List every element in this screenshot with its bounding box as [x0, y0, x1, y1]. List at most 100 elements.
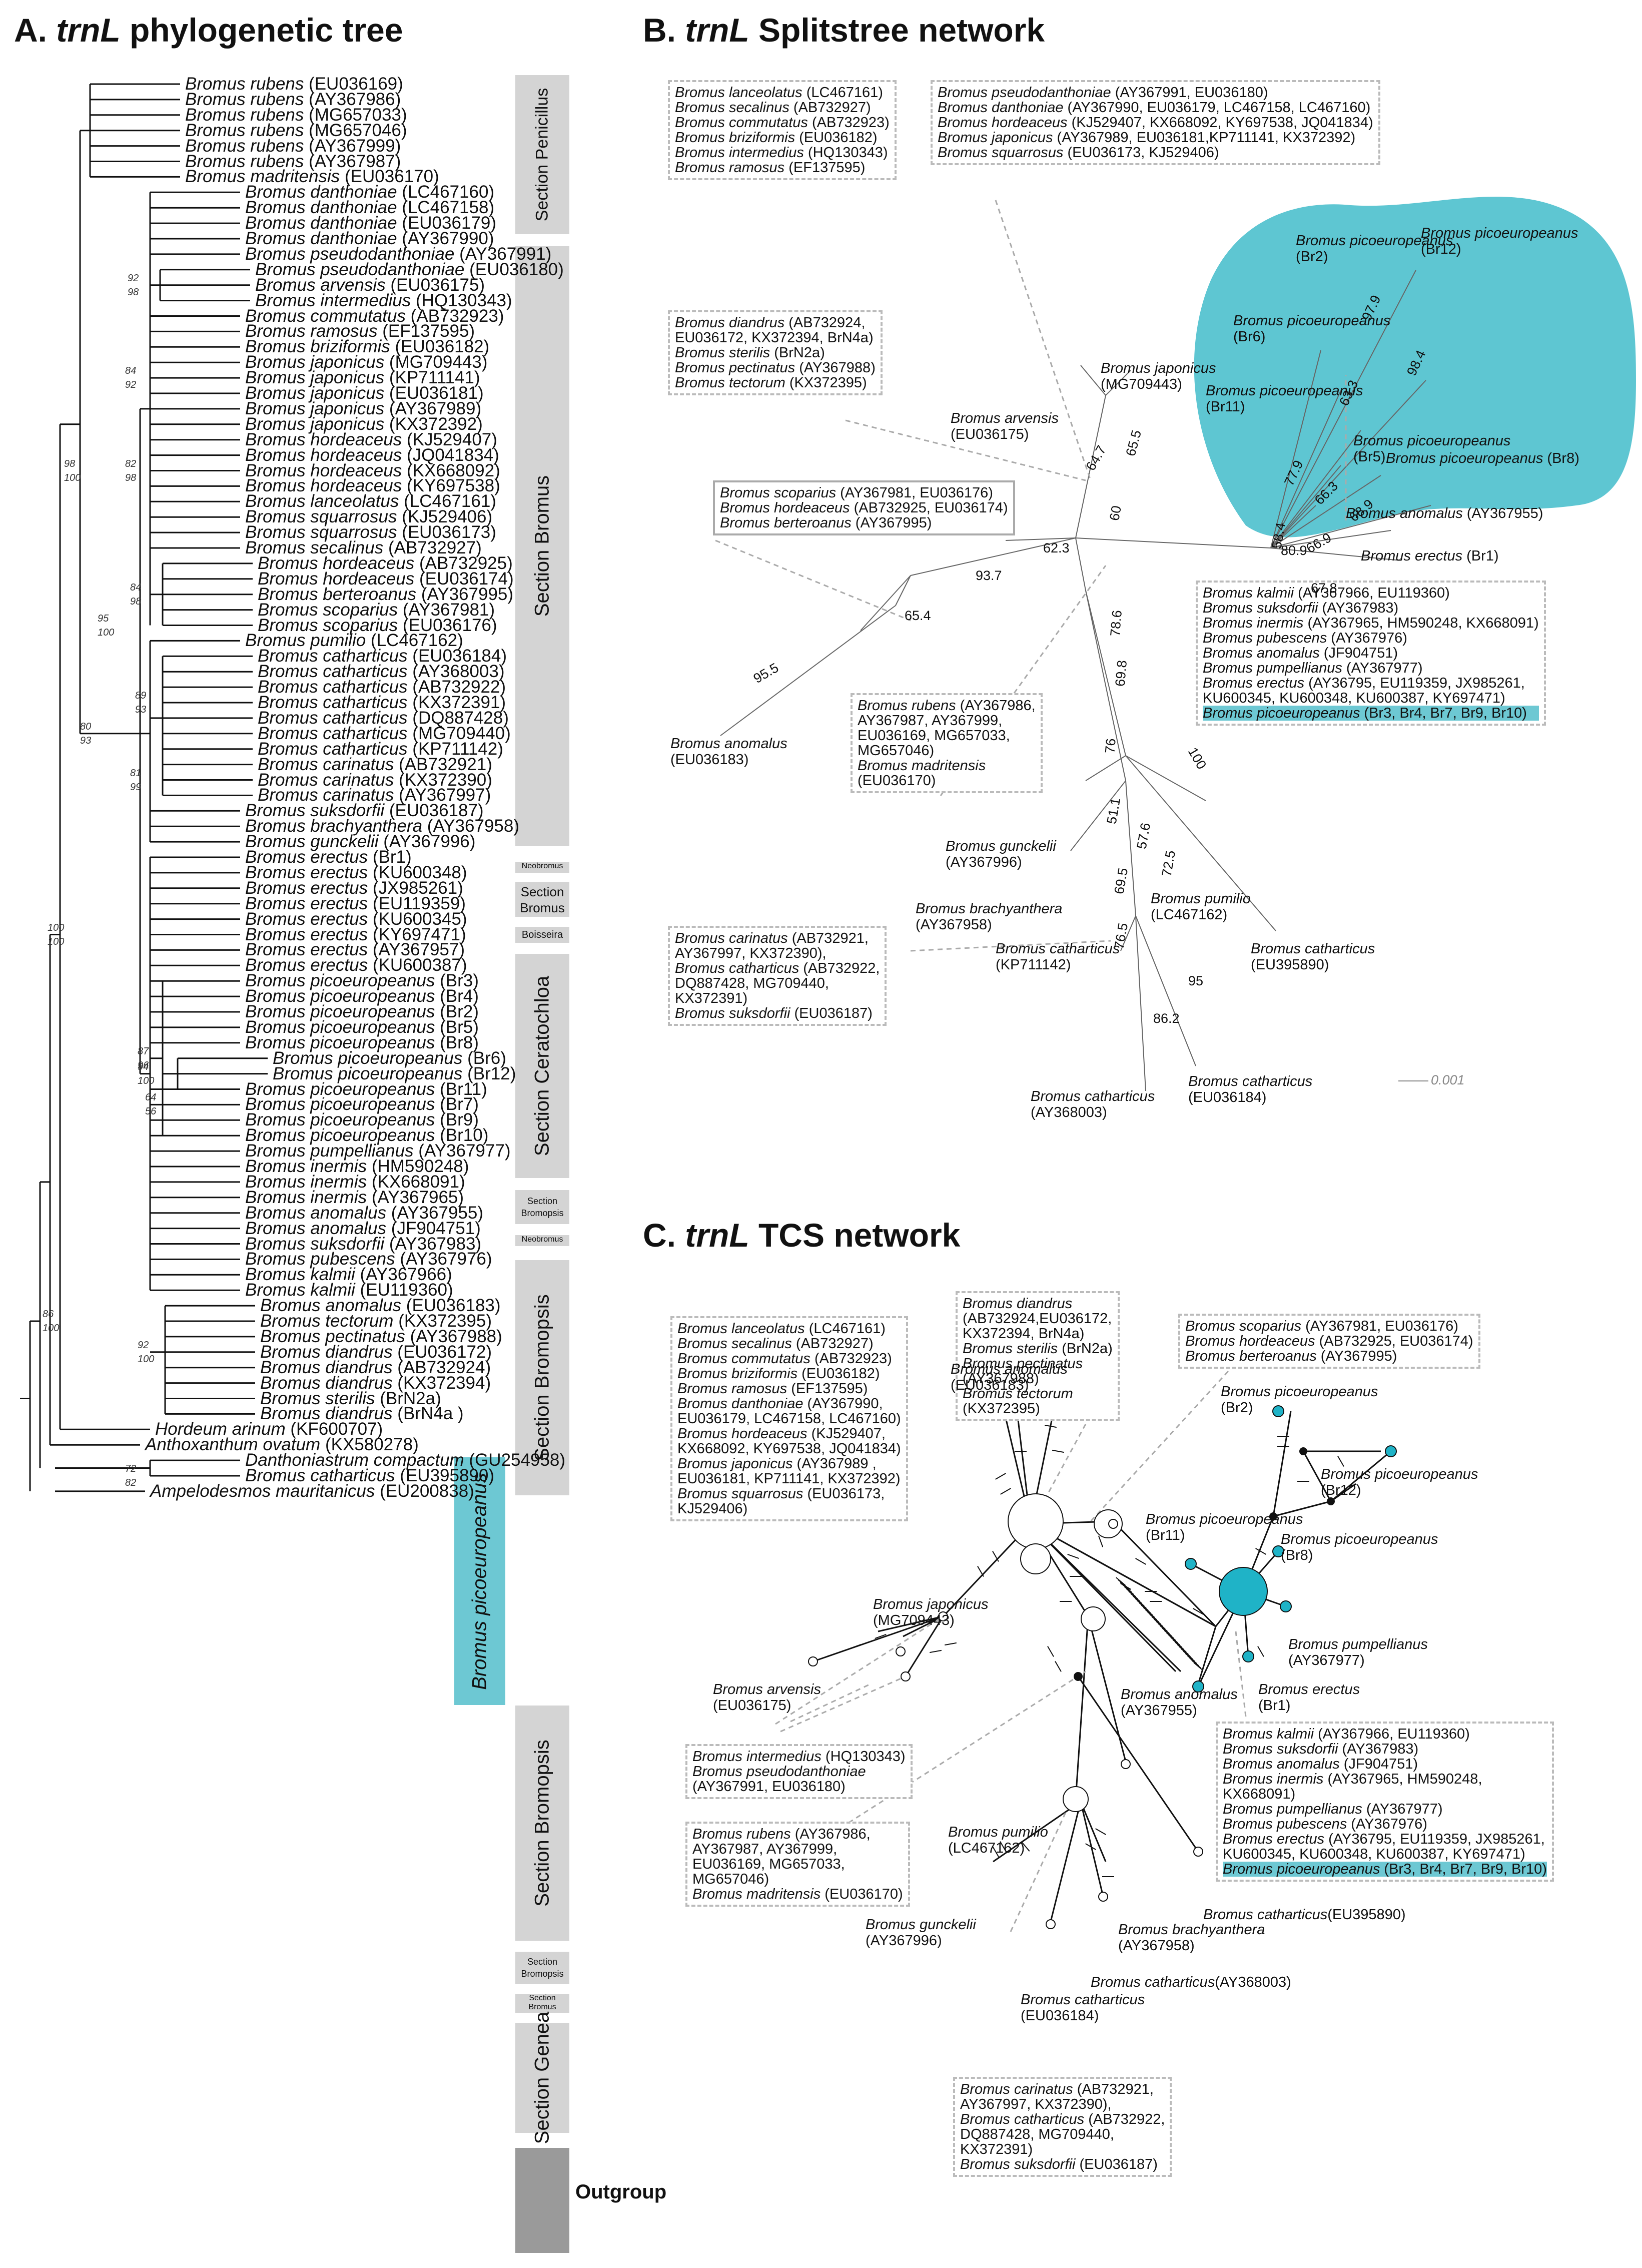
posterior-value: 92 — [125, 379, 137, 391]
taxa-entry: Bromus pseudodanthoniae (AY367991, EU036… — [938, 85, 1268, 101]
branch — [860, 575, 911, 631]
taxa-entry: Bromus pubescens (AY367976) — [1203, 630, 1407, 646]
posterior-value: 93 — [80, 735, 92, 746]
taxa-entry: Bromus lanceolatus (LC467161) — [675, 85, 883, 101]
tree-tip-label: Bromus squarrosus (KJ529406) — [245, 507, 493, 527]
taxa-box: Bromus intermedius (HQ130343)Bromus pseu… — [685, 1744, 913, 1799]
taxa-entry: Bromus carinatus (AB732921, — [960, 2081, 1154, 2097]
taxa-entry: Bromus suksdorfii (AY367983) — [1203, 600, 1399, 616]
tree-tip-label: Bromus anomalus (JF904751) — [245, 1218, 481, 1238]
section-bar: Boisseira — [515, 927, 569, 943]
taxa-entry: Bromus hordeaceus (AB732925, EU036174) — [1185, 1333, 1473, 1349]
tree-tip-label: Bromus erectus (AY367957) — [245, 940, 465, 960]
section-bar: Section Bromus — [515, 246, 569, 846]
branch — [1075, 1616, 1089, 1800]
haplotype-node — [1327, 1497, 1335, 1505]
taxa-entry: KX372394, BrN4a) — [963, 1326, 1085, 1342]
posterior-value: 100 — [64, 472, 81, 483]
branch — [1270, 547, 1401, 561]
taxa-entry: Bromus pectinatus — [963, 1356, 1083, 1372]
tree-tip-label: Bromus kalmii (EU119360) — [245, 1280, 453, 1300]
branch — [1080, 365, 1106, 396]
branch — [1197, 1626, 1217, 1684]
tree-tip-label: Bromus tectorum (KX372395) — [260, 1311, 492, 1331]
taxon-label: Bromus anomalus(AY367955) — [1121, 1686, 1238, 1719]
tree-tip-label: Bromus erectus (EU119359) — [245, 893, 466, 913]
bootstrap-value: 94 — [138, 1061, 149, 1072]
box-connector — [1090, 1370, 1229, 1522]
tree-tip-label: Bromus secalinus (AB732927) — [245, 538, 482, 557]
taxon-label: Bromus japonicus(MG709443) — [873, 1596, 989, 1628]
taxa-entry: (EU036170) — [858, 773, 936, 789]
tree-tip-label: Bromus madritensis (EU036170) — [185, 167, 439, 187]
taxa-entry: Bromus scoparius (AY367981, EU036176) — [1185, 1318, 1458, 1334]
taxon-label: Bromus picoeuropeanus (Br8) — [1386, 450, 1579, 466]
box-connector — [995, 200, 1092, 481]
outgroup-label: Outgroup — [575, 2181, 667, 2203]
tree-tip-label: Bromus kalmii (AY367966) — [245, 1265, 452, 1285]
tree-tip-label: Bromus carinatus (AB732921) — [258, 754, 492, 774]
tree-tip-label: Bromus diandrus (EU036172) — [260, 1342, 492, 1362]
taxon-label: Bromus anomalus (AY367955) — [1346, 505, 1543, 521]
mutation-tick — [1098, 1535, 1104, 1547]
mutation-tick — [1067, 1553, 1079, 1559]
tree-tip-label: Bromus hordeaceus (EU036174) — [258, 569, 514, 589]
mutation-tick — [992, 1551, 999, 1562]
taxa-entry: AY367987, AY367999, — [692, 1841, 838, 1857]
taxa-entry: Bromus squarrosus (EU036173, — [677, 1486, 885, 1502]
box-connector — [1010, 1801, 1072, 1932]
picoeuropeanus-cluster-blob — [1194, 196, 1636, 537]
taxa-entry: Bromus commutatus (AB732923) — [675, 115, 890, 131]
section-bar: Neobromus — [515, 862, 569, 873]
taxa-entry: Bromus carinatus (AB732921, — [675, 930, 869, 946]
tree-tip-label: Bromus pubescens (AY367976) — [245, 1249, 492, 1269]
bootstrap-value: 84 — [125, 365, 137, 377]
section-bar: Section Bromopsis — [515, 1706, 569, 1941]
taxa-entry: Bromus madritensis — [858, 758, 986, 774]
bootstrap-value: 92 — [138, 1339, 149, 1351]
branch — [910, 537, 1076, 576]
taxon-label: Bromus picoeuropeanus(Br6) — [1233, 313, 1391, 345]
taxa-entry: EU036179, LC467158, LC467160) — [677, 1411, 901, 1427]
taxon-label: Bromus picoeuropeanus(Br11) — [1146, 1511, 1303, 1543]
bootstrap-value: 82 — [125, 458, 137, 469]
branch — [1087, 1616, 1127, 1762]
edge-support-value: 67.8 — [1311, 581, 1337, 596]
tree-tip-label: Bromus pectinatus (AY367988) — [260, 1326, 502, 1346]
taxa-entry: AY367997, KX372390), — [960, 2096, 1112, 2112]
tree-tip-label: Bromus carinatus (KX372390) — [258, 770, 492, 790]
haplotype-node — [1063, 1786, 1089, 1812]
haplotype-node — [1185, 1558, 1197, 1570]
taxa-entry: Bromus kalmii (AY367966, EU119360) — [1223, 1726, 1470, 1742]
tree-tip-label: Bromus picoeuropeanus (Br4) — [245, 986, 479, 1006]
section-bar: Section Bromus — [515, 882, 569, 917]
taxa-box: Bromus lanceolatus (LC467161)Bromus seca… — [668, 80, 897, 180]
taxon-label: Bromus catharticus(EU036184) — [1188, 1073, 1313, 1105]
branch — [1270, 530, 1391, 548]
posterior-value: 99 — [130, 781, 142, 793]
branch — [905, 1616, 944, 1677]
taxa-entry: KX668092, KY697538, JQ041834) — [677, 1441, 901, 1457]
branch — [1125, 755, 1206, 801]
taxa-entry: KX668091) — [1223, 1786, 1296, 1802]
branch — [1270, 380, 1426, 548]
taxon-label: Bromus catharticus(AY368003) — [1091, 1974, 1291, 1990]
haplotype-node — [1121, 1759, 1131, 1769]
tree-tip-label: Bromus inermis (KX668091) — [245, 1172, 465, 1192]
taxa-entry: KU600345, KU600348, KU600387, KY697471) — [1223, 1846, 1525, 1862]
taxon-label: Bromus erectus (Br1) — [1361, 548, 1499, 564]
posterior-value: 98 — [125, 472, 137, 483]
picoeuropeanus-highlight-bar: Bromus picoeuropeanus — [454, 1457, 505, 1705]
tree-tip-label: Bromus commutatus (AB732923) — [245, 306, 504, 326]
branch — [1272, 1411, 1292, 1517]
taxa-box: Bromus rubens (AY367986,AY367987, AY3679… — [685, 1822, 910, 1907]
taxa-entry: Bromus erectus (AY36795, EU119359, JX985… — [1223, 1831, 1545, 1847]
tree-tip-label: Bromus rubens (AY367986) — [185, 89, 401, 109]
taxa-box: Bromus carinatus (AB732921,AY367997, KX3… — [668, 926, 887, 1026]
taxa-entry: KU600345, KU600348, KU600387, KY697471) — [1203, 690, 1505, 706]
box-connector — [780, 1675, 906, 1733]
taxa-box: Bromus kalmii (AY367966, EU119360)Bromus… — [1196, 581, 1546, 726]
tree-tip-label: Bromus inermis (HM590248) — [245, 1157, 469, 1176]
tree-tip-label: Bromus japonicus (KX372392) — [245, 414, 483, 434]
posterior-value: 100 — [138, 1353, 155, 1365]
